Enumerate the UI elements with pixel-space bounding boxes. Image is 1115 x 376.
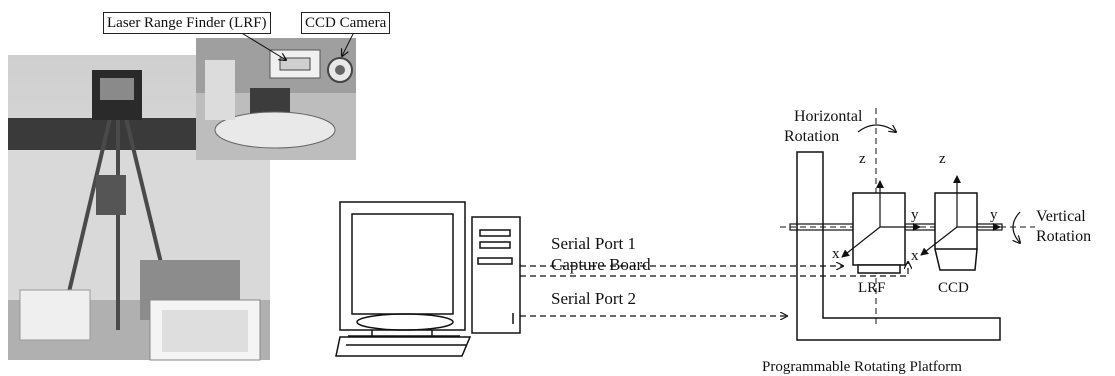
vertical-rotation-label-2: Rotation — [1036, 228, 1091, 245]
ccd-axis-x: x — [911, 248, 919, 264]
ccd-drawing — [934, 192, 978, 271]
lrf-callout-arrow — [239, 31, 286, 60]
tower-drawing — [471, 216, 521, 334]
monitor-drawing — [335, 201, 472, 357]
serial-port-2-label: Serial Port 2 — [551, 289, 636, 308]
lrf-axis-x: x — [832, 246, 840, 262]
ccd-axis-z: z — [939, 151, 946, 167]
vertical-rotation-arrow — [1013, 211, 1020, 243]
lrf-label: LRF — [858, 280, 886, 296]
serial-port-1-label: Serial Port 1 — [551, 234, 636, 253]
sensor-closeup-photo — [196, 38, 356, 160]
ccd-frame — [920, 175, 1001, 256]
platform-label: Programmable Rotating Platform — [762, 359, 962, 375]
lrf-frame — [841, 180, 921, 258]
horizontal-rotation-arrow — [857, 124, 896, 132]
lrf-axis-z: z — [859, 151, 866, 167]
ccd-label: CCD — [938, 280, 969, 296]
ccd-callout: CCD Camera — [301, 12, 391, 34]
lrf-drawing — [852, 192, 906, 274]
connections — [520, 262, 908, 316]
vertical-rotation-label-1: Vertical — [1036, 208, 1086, 225]
horizontal-rotation-label-2: Rotation — [784, 128, 839, 145]
lrf-axis-y: y — [911, 207, 919, 223]
horizontal-rotation-label-1: Horizontal — [794, 108, 863, 125]
capture-board-label: Capture Board — [551, 255, 651, 274]
rotating-platform-drawing — [796, 151, 1001, 341]
ccd-callout-arrow — [342, 31, 355, 56]
lrf-callout: Laser Range Finder (LRF) — [103, 12, 271, 34]
ccd-axis-y: y — [990, 207, 998, 223]
